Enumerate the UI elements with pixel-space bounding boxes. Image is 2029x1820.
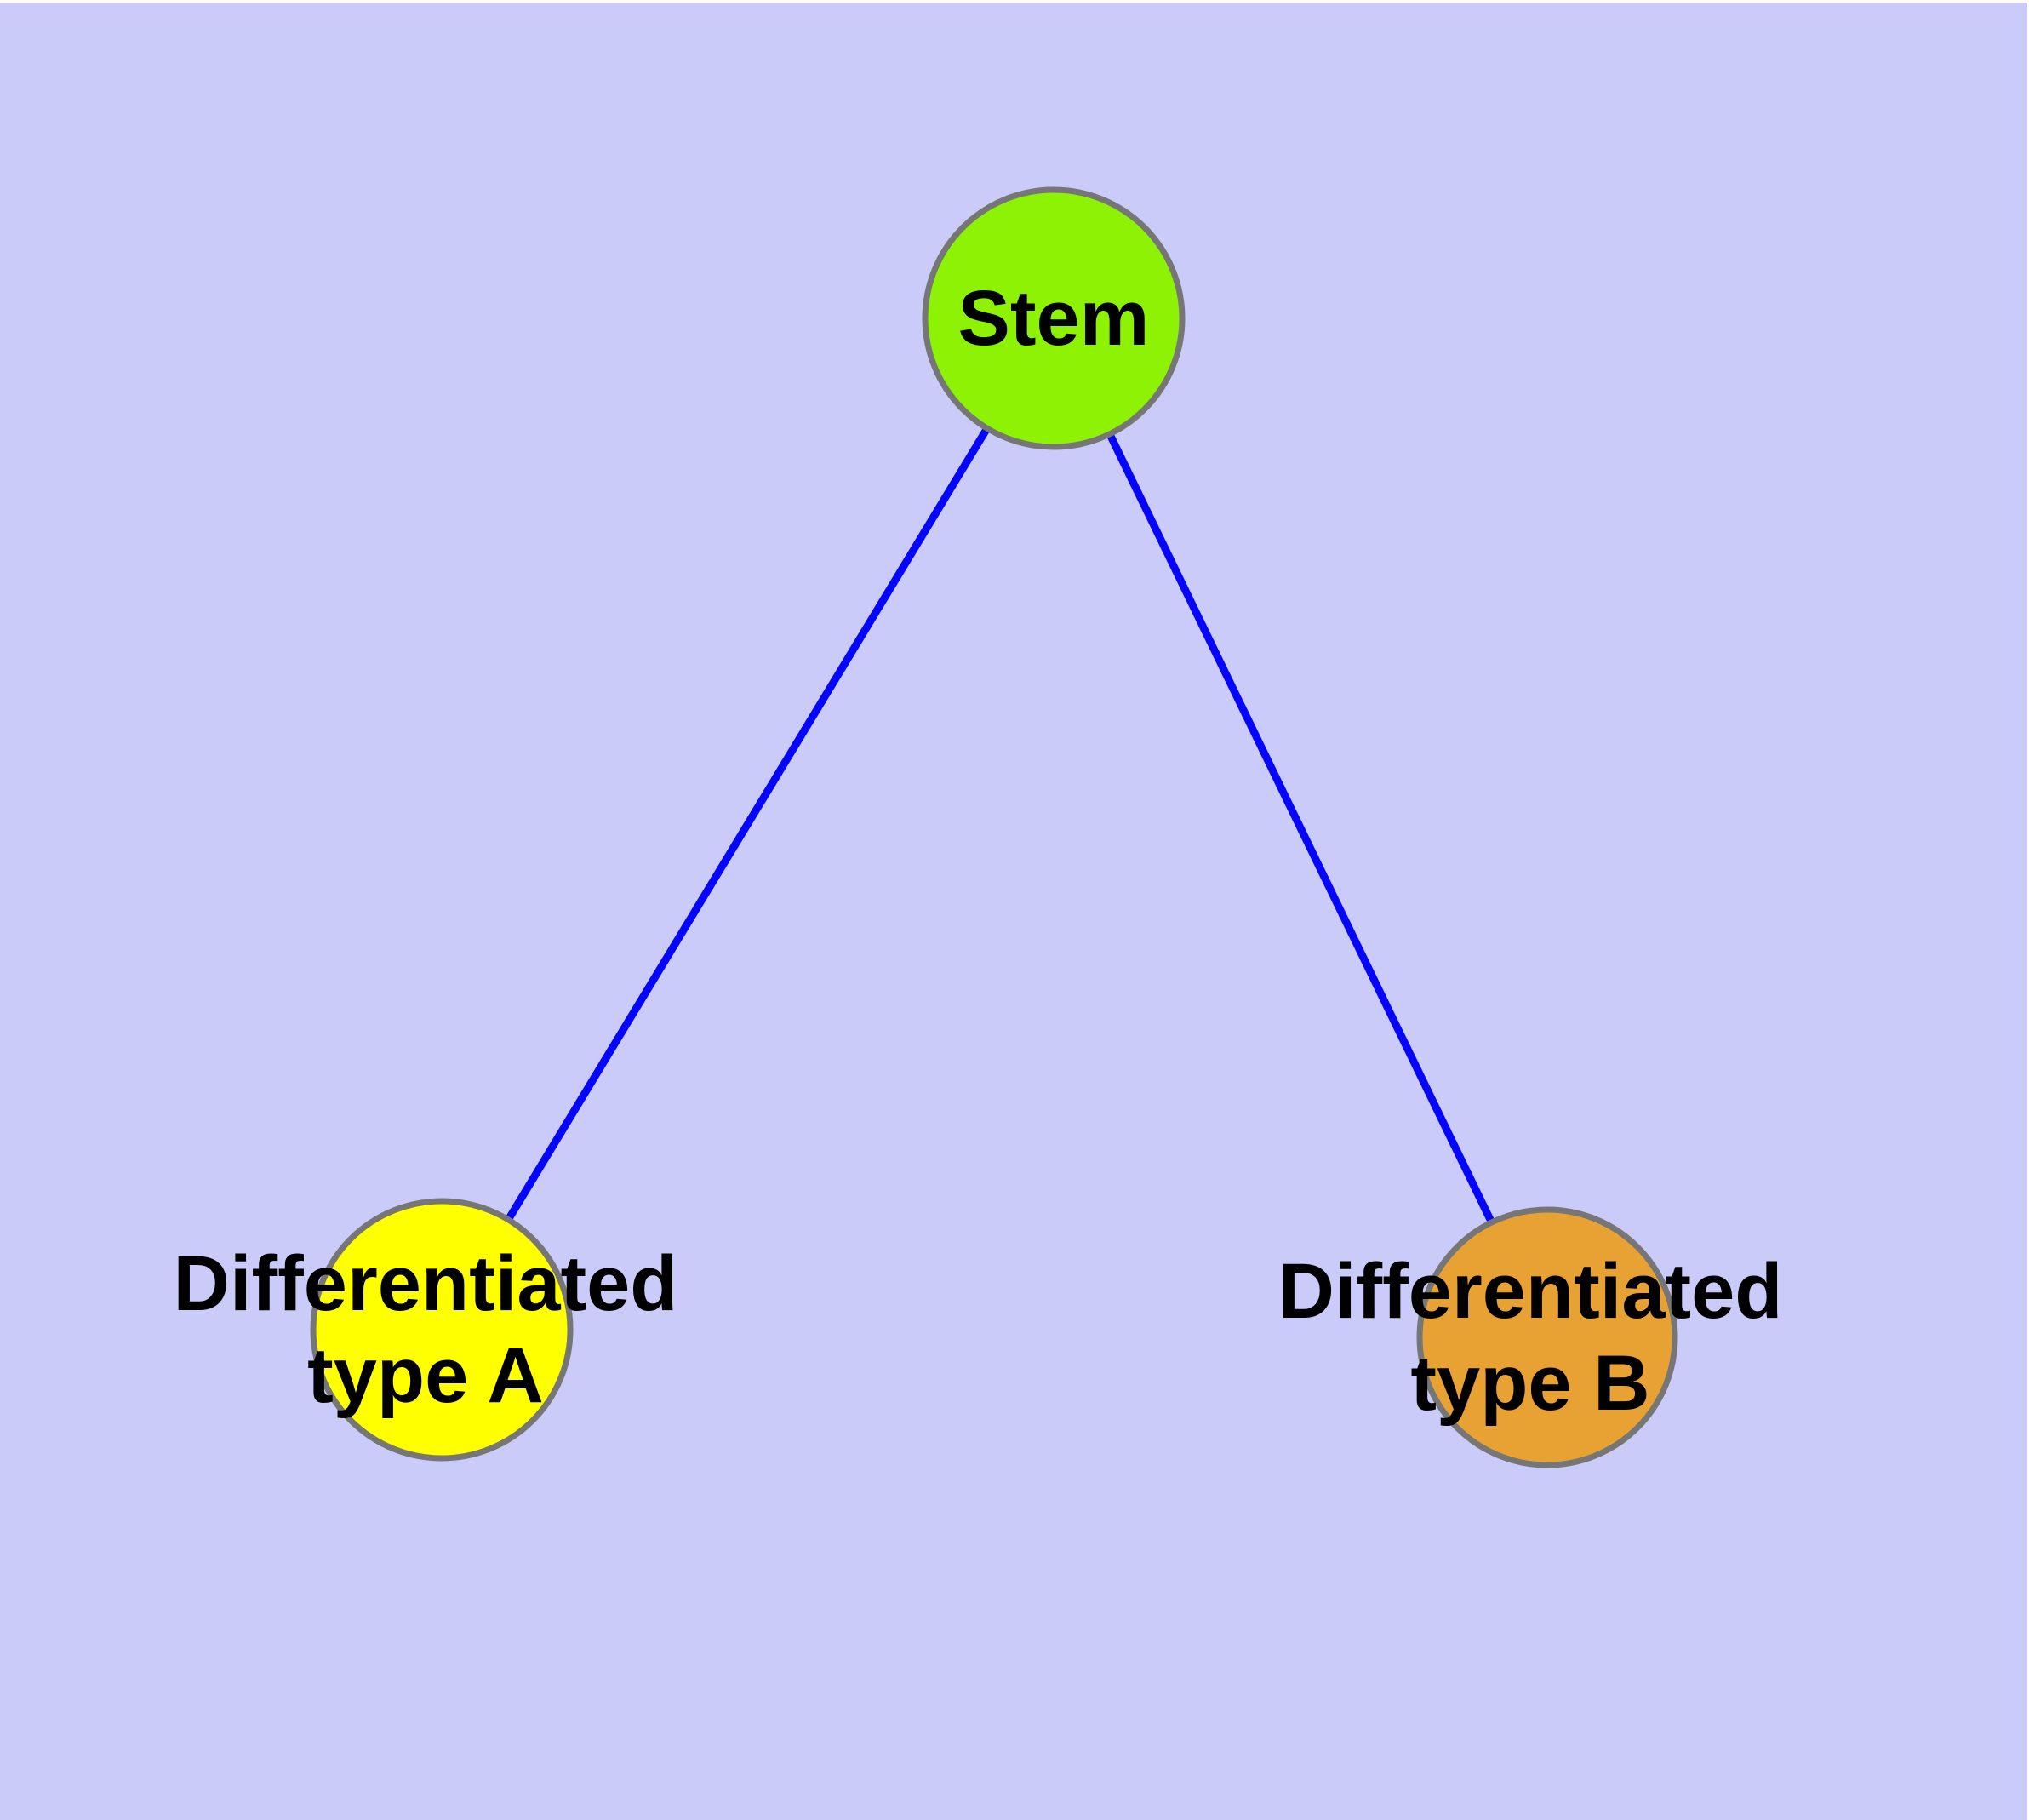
edge-stem-to-type-b bbox=[1049, 314, 1552, 1342]
stem-node bbox=[922, 186, 1186, 450]
edge-stem-to-type-a bbox=[437, 314, 1058, 1334]
differentiated-type-a-node bbox=[310, 1198, 574, 1462]
differentiated-type-b-node bbox=[1416, 1206, 1678, 1468]
